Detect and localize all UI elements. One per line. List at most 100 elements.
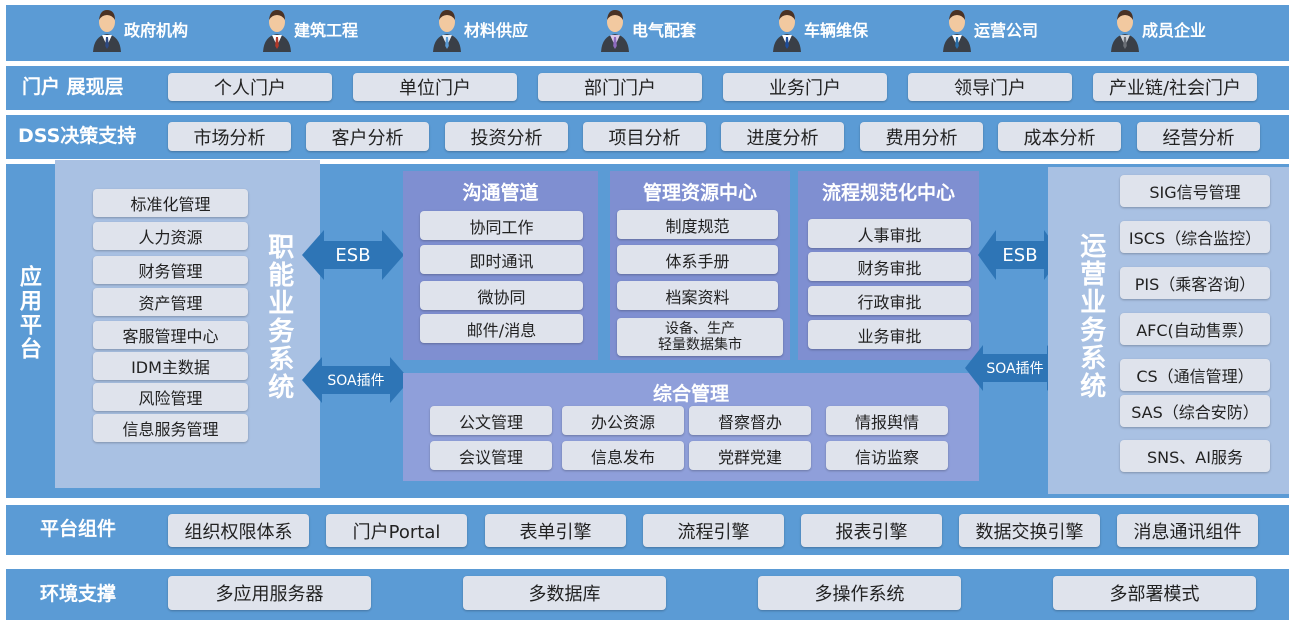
functional-title: 职能业务系统 xyxy=(263,233,294,401)
ops-title: 运营业务系统 xyxy=(1075,232,1106,400)
dss-item: 市场分析 xyxy=(168,122,291,151)
esb-right-label: ESB xyxy=(1002,244,1038,266)
integrated-item: 信息发布 xyxy=(562,441,684,470)
ops-item: AFC(自动售票） xyxy=(1120,313,1270,345)
app-platform-label: 应用平台 xyxy=(15,265,41,361)
component-item: 数据交换引擎 xyxy=(959,514,1100,547)
user-role-2: 材料供应 xyxy=(432,5,528,53)
soa-left-label: SOA插件 xyxy=(327,373,385,389)
ops-item: ISCS（综合监控） xyxy=(1120,221,1270,253)
flow-item: 财务审批 xyxy=(808,252,971,281)
comm-item: 协同工作 xyxy=(420,211,583,240)
esb-left-arrow xyxy=(302,230,404,280)
ops-item: SAS（综合安防） xyxy=(1120,395,1270,427)
flow-title: 流程规范化中心 xyxy=(821,182,955,204)
user-icon xyxy=(93,10,121,52)
ops-item: PIS（乘客咨询） xyxy=(1120,267,1270,299)
comm-item: 微协同 xyxy=(420,281,583,310)
functional-item: IDM主数据 xyxy=(93,352,248,380)
user-role-5: 运营公司 xyxy=(942,5,1038,53)
portal-item: 业务门户 xyxy=(723,73,887,101)
dss-item: 经营分析 xyxy=(1137,122,1260,151)
user-role-label: 电气配套 xyxy=(632,21,697,40)
integrated-item: 公文管理 xyxy=(430,406,552,435)
functional-item: 标准化管理 xyxy=(93,189,248,217)
dss-item: 成本分析 xyxy=(998,122,1121,151)
comm-title: 沟通管道 xyxy=(462,182,539,204)
soa-right-arrow xyxy=(965,345,1065,391)
component-item: 流程引擎 xyxy=(643,514,784,547)
functional-item: 客服管理中心 xyxy=(93,321,248,349)
ops-item: SNS、AI服务 xyxy=(1120,440,1270,472)
esb-left-label: ESB xyxy=(335,244,371,266)
dss-item: 项目分析 xyxy=(583,122,706,151)
dss-item: 客户分析 xyxy=(306,122,429,151)
portal-item: 部门门户 xyxy=(538,73,702,101)
user-icon xyxy=(433,10,461,52)
user-role-1: 建筑工程 xyxy=(262,5,358,53)
env-item: 多应用服务器 xyxy=(168,576,371,610)
env-label: 环境支撑 xyxy=(40,583,117,605)
mgmt-item: 体系手册 xyxy=(617,245,778,274)
mgmt-item: 制度规范 xyxy=(617,210,778,239)
mgmt-item-data-mart: 设备、生产 轻量数据集市 xyxy=(617,318,783,356)
flow-item: 人事审批 xyxy=(808,219,971,248)
user-icon xyxy=(943,10,971,52)
dss-layer-label: DSS决策支持 xyxy=(18,125,137,147)
ops-item: SIG信号管理 xyxy=(1120,175,1270,207)
component-item: 组织权限体系 xyxy=(168,514,309,547)
mgmt-item: 档案资料 xyxy=(617,281,778,310)
comm-item: 即时通讯 xyxy=(420,245,583,274)
integrated-item: 情报舆情 xyxy=(826,406,948,435)
integrated-item: 会议管理 xyxy=(430,441,552,470)
user-icon xyxy=(773,10,801,52)
component-item: 门户Portal xyxy=(326,514,467,547)
integrated-item: 办公资源 xyxy=(562,406,684,435)
soa-right-label: SOA插件 xyxy=(986,361,1044,377)
component-item: 表单引擎 xyxy=(485,514,626,547)
user-role-label: 车辆维保 xyxy=(804,21,869,40)
env-item: 多操作系统 xyxy=(758,576,961,610)
user-role-label: 政府机构 xyxy=(124,21,189,40)
comm-item: 邮件/消息 xyxy=(420,314,583,343)
integrated-item: 督察督办 xyxy=(689,406,811,435)
dss-item: 费用分析 xyxy=(860,122,983,151)
user-role-label: 运营公司 xyxy=(974,21,1039,40)
env-item: 多部署模式 xyxy=(1053,576,1256,610)
user-icon xyxy=(263,10,291,52)
soa-left-arrow xyxy=(302,357,410,403)
portal-item: 产业链/社会门户 xyxy=(1093,73,1257,101)
user-role-label: 材料供应 xyxy=(464,21,529,40)
portal-item: 领导门户 xyxy=(908,73,1072,101)
integrated-item: 信访监察 xyxy=(826,441,948,470)
portal-layer-label: 门户 展现层 xyxy=(22,76,124,98)
ops-item: CS（通信管理） xyxy=(1120,359,1270,391)
mgmt-item-data-mart-line2: 轻量数据集市 xyxy=(658,337,742,353)
portal-item: 单位门户 xyxy=(353,73,517,101)
functional-item: 财务管理 xyxy=(93,256,248,284)
user-icon xyxy=(1111,10,1139,52)
functional-item: 信息服务管理 xyxy=(93,414,248,442)
user-role-0: 政府机构 xyxy=(92,5,188,53)
component-item: 报表引擎 xyxy=(801,514,942,547)
users-band xyxy=(6,5,1289,61)
portal-item: 个人门户 xyxy=(168,73,332,101)
integrated-item: 党群党建 xyxy=(689,441,811,470)
component-item: 消息通讯组件 xyxy=(1117,514,1258,547)
env-item: 多数据库 xyxy=(463,576,666,610)
flow-item: 行政审批 xyxy=(808,286,971,315)
user-role-6: 成员企业 xyxy=(1110,5,1206,53)
user-role-4: 车辆维保 xyxy=(772,5,868,53)
integrated-title: 综合管理 xyxy=(652,383,729,405)
esb-right-arrow xyxy=(978,230,1062,280)
mgmt-title: 管理资源中心 xyxy=(642,182,757,204)
mgmt-item-data-mart-line1: 设备、生产 xyxy=(665,320,735,337)
user-role-label: 建筑工程 xyxy=(294,21,359,40)
flow-item: 业务审批 xyxy=(808,320,971,349)
user-icon xyxy=(601,10,629,52)
functional-item: 风险管理 xyxy=(93,383,248,411)
dss-item: 投资分析 xyxy=(445,122,568,151)
components-label: 平台组件 xyxy=(40,518,117,540)
user-role-3: 电气配套 xyxy=(600,5,696,53)
functional-item: 资产管理 xyxy=(93,288,248,316)
